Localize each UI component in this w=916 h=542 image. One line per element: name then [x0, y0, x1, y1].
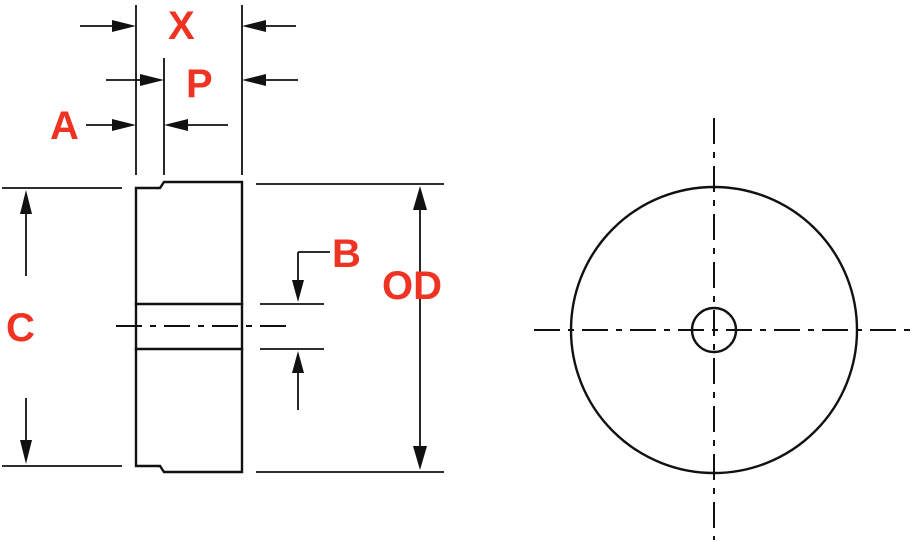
arrow-a-left: [112, 119, 136, 131]
dimension-a: [86, 119, 228, 131]
arrow-p-left: [140, 74, 164, 86]
arrow-b-bottom: [292, 351, 304, 373]
side-view-outline: [134, 180, 244, 474]
arrow-x-right: [242, 20, 266, 32]
arrow-od-top: [413, 186, 427, 210]
label-a: A: [50, 104, 79, 148]
dimension-x: [80, 20, 296, 32]
label-b: B: [332, 232, 361, 276]
arrow-x-left: [112, 20, 136, 32]
label-od: OD: [382, 264, 442, 308]
arrow-b-top: [292, 280, 304, 302]
arrow-a-right: [164, 119, 188, 131]
dimension-b: [260, 251, 330, 410]
dimension-c: [2, 187, 122, 467]
label-p: P: [186, 62, 213, 106]
label-c: C: [6, 306, 35, 350]
front-view: [534, 118, 914, 540]
arrow-c-bottom: [20, 440, 32, 464]
arrow-od-bottom: [413, 446, 427, 470]
dimension-p: [106, 74, 298, 86]
dimension-od: [256, 183, 444, 473]
arrow-p-right: [242, 74, 266, 86]
top-extension-lines: [135, 5, 243, 175]
arrow-c-top: [20, 190, 32, 214]
side-view: [116, 180, 292, 474]
label-x: X: [168, 4, 195, 48]
